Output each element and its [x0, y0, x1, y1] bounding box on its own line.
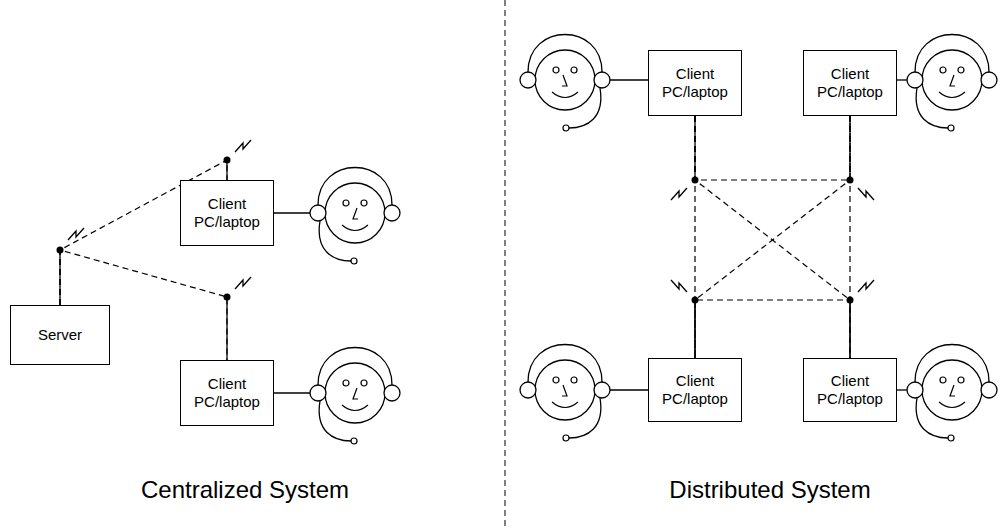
- client-box: Client PC/laptop: [648, 50, 742, 116]
- antenna-stubs: [60, 80, 907, 393]
- client-box: Client PC/laptop: [648, 358, 742, 422]
- box-label: Server: [38, 326, 82, 344]
- system-title: Centralized System: [141, 476, 349, 504]
- box-label: Client PC/laptop: [188, 195, 266, 231]
- system-title: Distributed System: [669, 476, 870, 504]
- wireless-link: [694, 116, 695, 358]
- client-box: Client PC/laptop: [803, 358, 897, 422]
- server-box: Server: [10, 305, 110, 365]
- antenna-dots: [57, 157, 854, 304]
- box-label: Client PC/laptop: [656, 65, 734, 101]
- client-box: Client PC/laptop: [180, 180, 274, 246]
- box-label: Client PC/laptop: [188, 375, 266, 411]
- wireless-link: [695, 116, 850, 358]
- box-label: Client PC/laptop: [811, 65, 889, 101]
- box-label: Client PC/laptop: [656, 372, 734, 408]
- wireless-link: [695, 300, 850, 358]
- client-box: Client PC/laptop: [803, 50, 897, 116]
- user-headsets: [310, 35, 997, 445]
- wireless-link: [695, 116, 850, 358]
- wireless-link: [695, 116, 850, 180]
- wireless-link: [849, 116, 850, 358]
- divider: [505, 0, 506, 529]
- client-box: Client PC/laptop: [180, 360, 274, 426]
- box-label: Client PC/laptop: [811, 372, 889, 408]
